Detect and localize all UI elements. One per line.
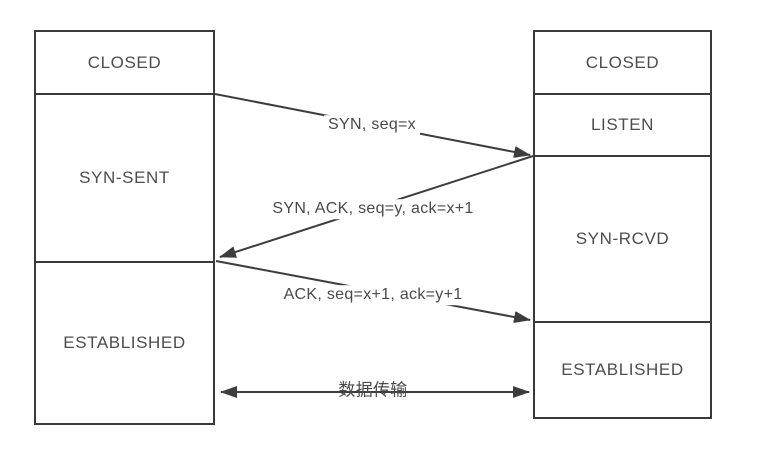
data-transfer-label: 数据传输 <box>338 380 408 400</box>
ack-message-label: ACK, seq=x+1, ack=y+1 <box>279 285 467 305</box>
server-state-syn-rcvd: SYN-RCVD <box>533 155 712 323</box>
syn-message-label: SYN, seq=x <box>324 115 420 135</box>
client-state-closed-label: CLOSED <box>87 52 162 72</box>
server-state-closed-label: CLOSED <box>585 52 660 72</box>
server-state-established: ESTABLISHED <box>533 321 712 419</box>
server-state-listen-label: LISTEN <box>590 115 655 134</box>
client-state-established-label: ESTABLISHED <box>63 333 186 352</box>
client-state-closed: CLOSED <box>34 30 215 95</box>
server-state-established-label: ESTABLISHED <box>561 360 684 379</box>
syn-ack-message-label: SYN, ACK, seq=y, ack=x+1 <box>268 199 478 219</box>
server-state-syn-rcvd-label: SYN-RCVD <box>575 229 670 248</box>
server-state-closed: CLOSED <box>533 30 712 95</box>
client-state-syn-sent-label: SYN-SENT <box>79 168 170 187</box>
server-state-listen: LISTEN <box>533 93 712 157</box>
client-state-established: ESTABLISHED <box>34 261 215 425</box>
client-state-syn-sent: SYN-SENT <box>34 93 215 263</box>
